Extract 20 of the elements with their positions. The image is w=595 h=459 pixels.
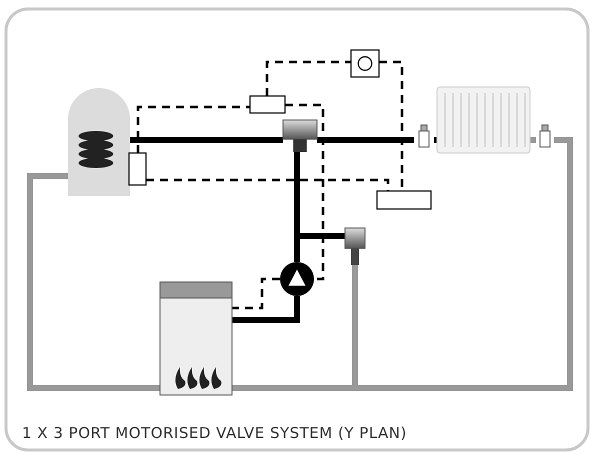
pump-symbol [280, 262, 314, 296]
pipe [317, 137, 414, 143]
pipe [232, 296, 300, 323]
control-wire [266, 60, 351, 96]
hot-water-cylinder [68, 88, 130, 196]
control-wire [285, 104, 324, 280]
caption: 1 X 3 PORT MOTORISED VALVE SYSTEM (Y PLAN) [22, 424, 407, 442]
boiler [160, 282, 232, 395]
room-thermostat [351, 50, 379, 77]
pipe [530, 137, 536, 143]
cylinder-thermostat [129, 153, 146, 185]
motorised-valve [283, 120, 317, 152]
pipe [27, 173, 160, 391]
programmer [377, 191, 431, 209]
control-wire [232, 278, 280, 310]
radiator [437, 87, 530, 153]
control-wire [136, 106, 250, 153]
pipe [130, 137, 283, 143]
junction-box [250, 96, 285, 113]
bypass-valve [345, 228, 365, 265]
